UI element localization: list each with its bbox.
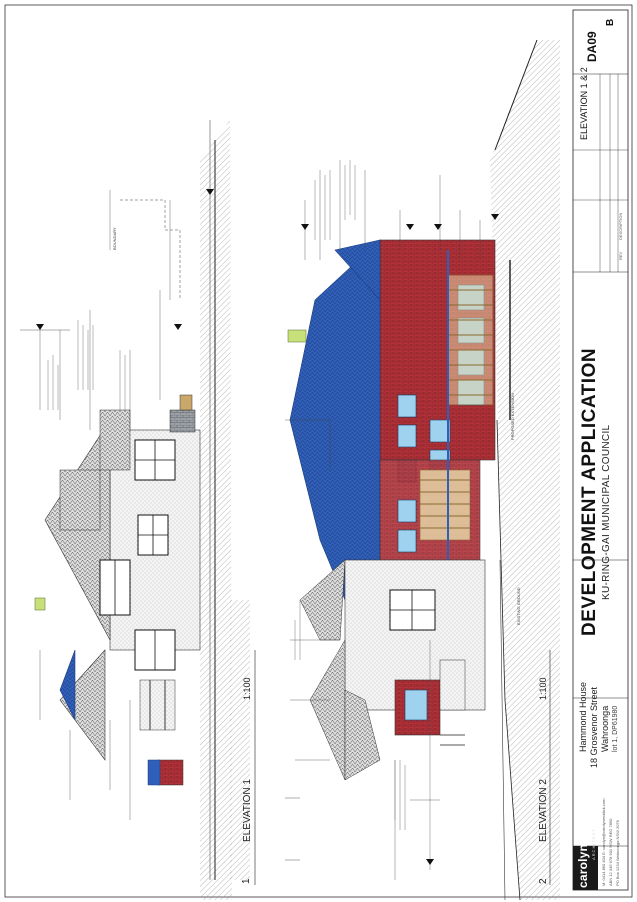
house1-chimney <box>34 597 46 611</box>
footer-note-2: ABN 12 345 678 901 NSW REG 7890 <box>608 818 613 886</box>
existing-ground-label: EXISTING GROUND <box>516 587 521 625</box>
logo-name: carolynreddick <box>576 799 590 888</box>
view-title-1: ELEVATION 1 <box>242 779 253 842</box>
view-title-2: ELEVATION 2 <box>538 779 549 842</box>
ground-hatch-2 <box>490 40 560 900</box>
footer-note-1: M: 0414 860 404 E: carolyn@carolynreddic… <box>601 798 606 886</box>
lot: lot 1, DP61980 <box>612 705 619 752</box>
drawing-title: ELEVATION 1 & 2 <box>579 67 589 140</box>
proposed-extension-label: PROPOSED EXTENSION <box>510 393 515 440</box>
drawing-number: DA09 <box>585 31 599 62</box>
rev-header: REV <box>618 251 623 260</box>
boundary-label: BOUNDARY <box>112 227 117 250</box>
heading: DEVELOPMENT APPLICATION <box>579 347 600 636</box>
suburb: Wahroonga <box>600 705 610 752</box>
house1-blue-roof <box>59 649 76 721</box>
logo-tagline: ARCHITECT <box>591 828 596 860</box>
view-scale-2: 1:100 <box>538 677 548 700</box>
street: 18 Grosvenor Street <box>589 686 599 768</box>
project-name: Hammond House <box>578 681 588 752</box>
ground-hatch-1 <box>200 120 232 900</box>
council: KU-RING-GAI MUNICIPAL COUNCIL <box>601 424 612 600</box>
revision: B <box>605 18 616 26</box>
logo-block <box>573 846 598 890</box>
view-scale-1: 1:100 <box>242 677 252 700</box>
title-block-frame <box>572 9 629 891</box>
view-number-2: 2 <box>538 878 549 884</box>
desc-header: DESCRIPTION <box>618 212 623 240</box>
extension-chimney <box>287 329 307 343</box>
footer-note-3: PO Box 1234 Wahroonga NSW 2076 <box>615 820 620 886</box>
view-number-1: 1 <box>241 878 252 884</box>
